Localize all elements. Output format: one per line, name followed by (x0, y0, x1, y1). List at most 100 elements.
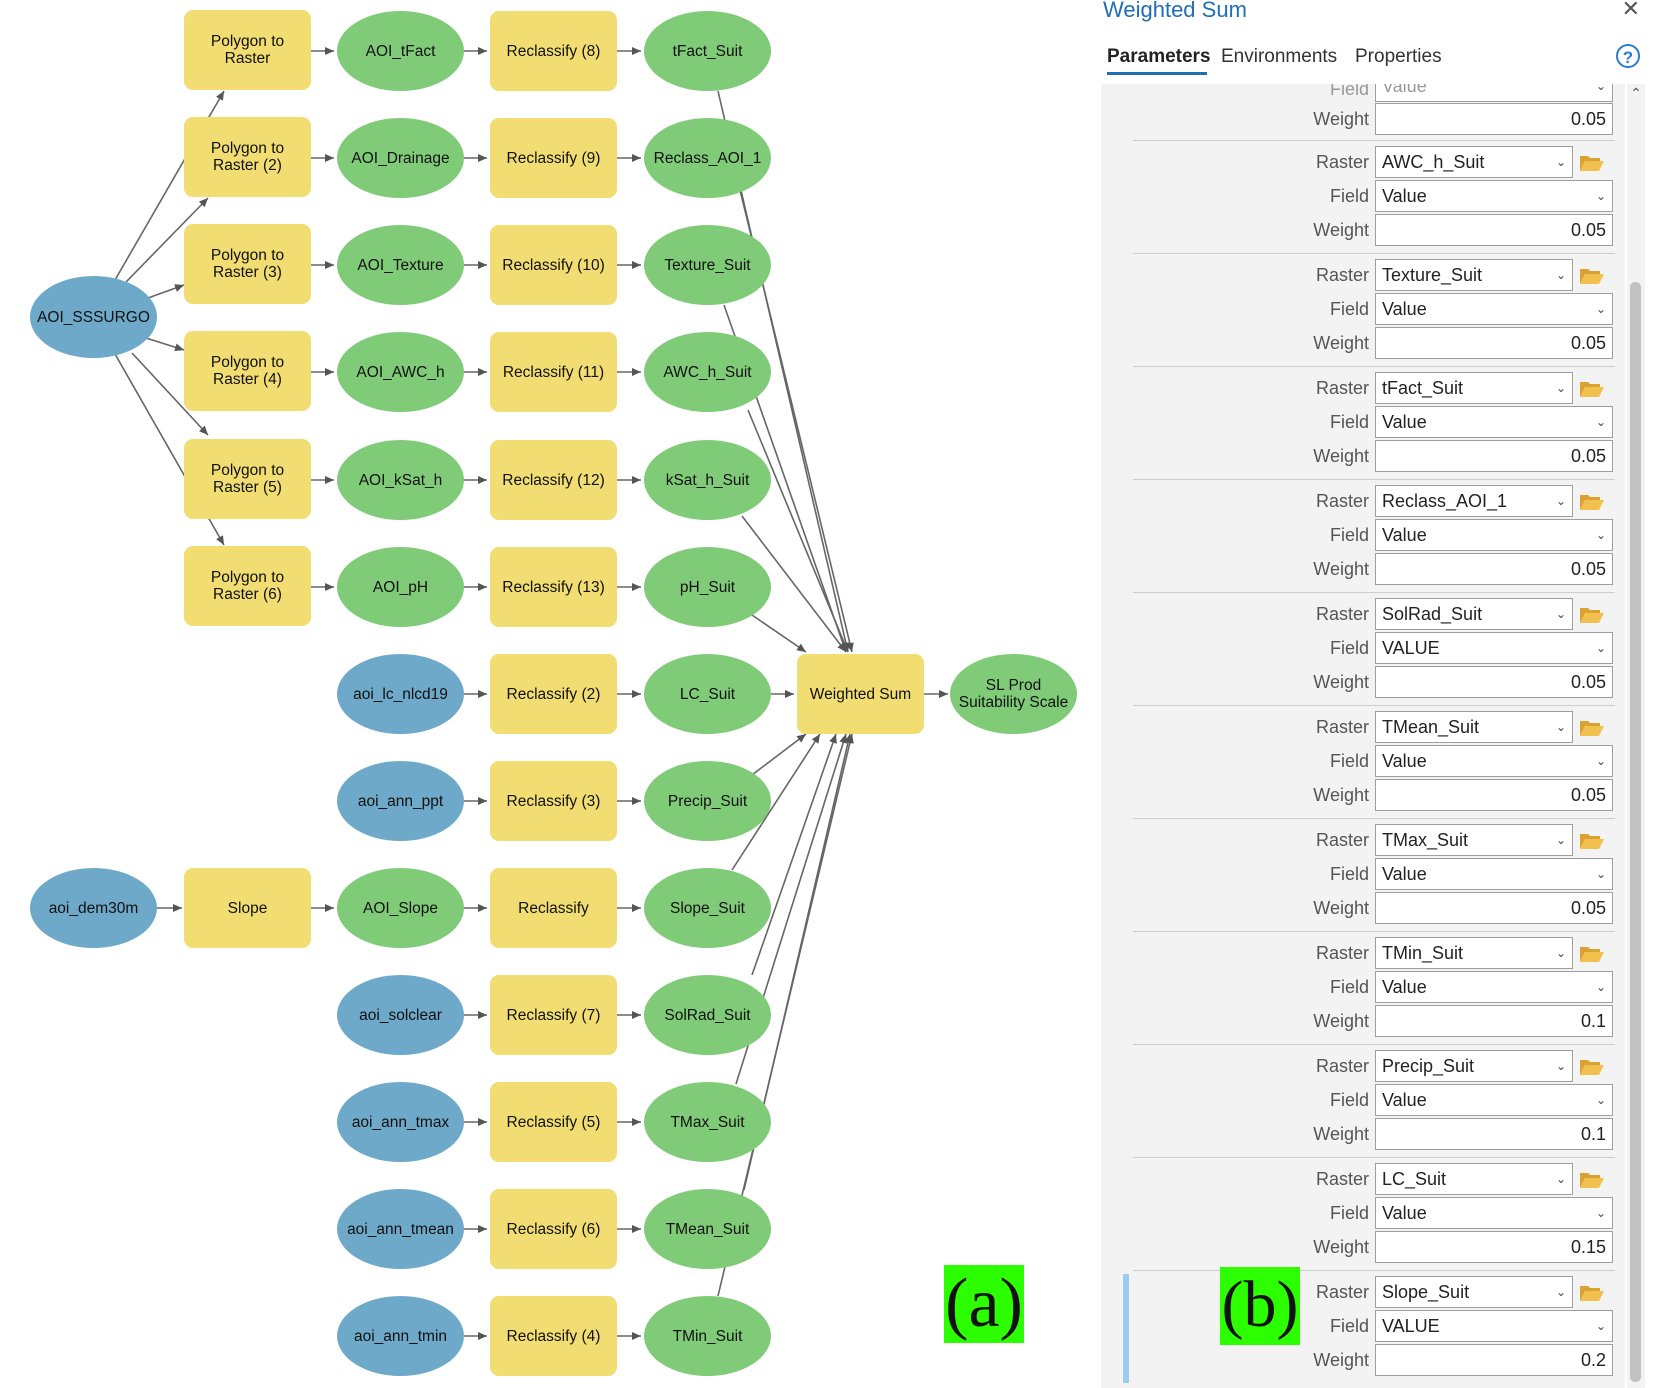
field-select[interactable]: VALUE⌄ (1375, 632, 1613, 664)
field-select[interactable]: Value⌄ (1375, 180, 1613, 212)
node-texture-suit[interactable]: Texture_Suit (644, 225, 771, 305)
node-reclassify-4[interactable]: Reclassify (4) (490, 1296, 617, 1376)
node-reclassify-7[interactable]: Reclassify (7) (490, 975, 617, 1055)
node-aoi-solclear[interactable]: aoi_solclear (337, 975, 464, 1055)
raster-select[interactable]: Precip_Suit⌄ (1375, 1050, 1573, 1082)
folder-icon[interactable] (1579, 717, 1605, 737)
node-ph-suit[interactable]: pH_Suit (644, 547, 771, 627)
node-polygon-to-raster-2[interactable]: Polygon to Raster (2) (184, 117, 311, 197)
scroll-up-icon[interactable]: ⌃ (1630, 85, 1642, 101)
node-reclassify-8[interactable]: Reclassify (8) (490, 11, 617, 91)
scroll-thumb[interactable] (1630, 282, 1641, 1382)
node-reclassify[interactable]: Reclassify (490, 868, 617, 948)
raster-select[interactable]: Texture_Suit⌄ (1375, 259, 1573, 291)
node-tmax-suit[interactable]: TMax_Suit (644, 1082, 771, 1162)
node-reclassify-3[interactable]: Reclassify (3) (490, 761, 617, 841)
folder-icon[interactable] (1579, 491, 1605, 511)
node-aoi-sssurgo[interactable]: AOI_SSSURGO (30, 276, 157, 358)
node-aoi-ann-tmin[interactable]: aoi_ann_tmin (337, 1296, 464, 1376)
node-polygon-to-raster-4[interactable]: Polygon to Raster (4) (184, 331, 311, 411)
node-aoi-ann-ppt[interactable]: aoi_ann_ppt (337, 761, 464, 841)
field-select[interactable]: Value⌄ (1375, 293, 1613, 325)
node-reclassify-12[interactable]: Reclassify (12) (490, 440, 617, 520)
node-polygon-to-raster-6[interactable]: Polygon to Raster (6) (184, 546, 311, 626)
node-lc-suit[interactable]: LC_Suit (644, 654, 771, 734)
field-select-partial[interactable]: Value⌄ (1375, 84, 1613, 102)
field-select[interactable]: Value⌄ (1375, 1084, 1613, 1116)
raster-select[interactable]: SolRad_Suit⌄ (1375, 598, 1573, 630)
folder-icon[interactable] (1579, 830, 1605, 850)
folder-icon[interactable] (1579, 1282, 1605, 1302)
field-select[interactable]: Value⌄ (1375, 519, 1613, 551)
field-select[interactable]: Value⌄ (1375, 406, 1613, 438)
field-select[interactable]: Value⌄ (1375, 971, 1613, 1003)
node-tmean-suit[interactable]: TMean_Suit (644, 1189, 771, 1269)
weight-input[interactable]: 0.05 (1375, 440, 1613, 472)
folder-icon[interactable] (1579, 1169, 1605, 1189)
raster-select[interactable]: tFact_Suit⌄ (1375, 372, 1573, 404)
field-select[interactable]: Value⌄ (1375, 858, 1613, 890)
weight-input[interactable]: 0.05 (1375, 327, 1613, 359)
node-slope-suit[interactable]: Slope_Suit (644, 868, 771, 948)
weight-input[interactable]: 0.05 (1375, 666, 1613, 698)
node-sl-prod-suitability-scale[interactable]: SL Prod Suitability Scale (950, 654, 1077, 734)
field-select[interactable]: Value⌄ (1375, 745, 1613, 777)
weight-input[interactable]: 0.2 (1375, 1344, 1613, 1376)
node-polygon-to-raster-3[interactable]: Polygon to Raster (3) (184, 224, 311, 304)
node-aoi-texture[interactable]: AOI_Texture (337, 225, 464, 305)
node-reclassify-11[interactable]: Reclassify (11) (490, 332, 617, 412)
node-aoi-dem30m[interactable]: aoi_dem30m (30, 868, 157, 948)
node-tfact-suit[interactable]: tFact_Suit (644, 11, 771, 91)
raster-select[interactable]: Reclass_AOI_1⌄ (1375, 485, 1573, 517)
node-aoi-ph[interactable]: AOI_pH (337, 547, 464, 627)
raster-select[interactable]: TMin_Suit⌄ (1375, 937, 1573, 969)
folder-icon[interactable] (1579, 604, 1605, 624)
folder-icon[interactable] (1579, 1056, 1605, 1076)
folder-icon[interactable] (1579, 152, 1605, 172)
tab-environments[interactable]: Environments (1221, 46, 1338, 67)
tab-properties[interactable]: Properties (1355, 46, 1442, 67)
folder-icon[interactable] (1579, 943, 1605, 963)
node-weighted-sum[interactable]: Weighted Sum (797, 654, 924, 734)
node-aoi-ann-tmean[interactable]: aoi_ann_tmean (337, 1189, 464, 1269)
node-aoi-lc-nlcd19[interactable]: aoi_lc_nlcd19 (337, 654, 464, 734)
node-reclassify-10[interactable]: Reclassify (10) (490, 225, 617, 305)
vertical-scrollbar[interactable]: ⌃ (1627, 84, 1645, 1388)
node-precip-suit[interactable]: Precip_Suit (644, 761, 771, 841)
node-solrad-suit[interactable]: SolRad_Suit (644, 975, 771, 1055)
node-reclass-aoi-1[interactable]: Reclass_AOI_1 (644, 118, 771, 198)
weight-input[interactable]: 0.1 (1375, 1005, 1613, 1037)
node-reclassify-6[interactable]: Reclassify (6) (490, 1189, 617, 1269)
node-tmin-suit[interactable]: TMin_Suit (644, 1296, 771, 1376)
node-aoi-ann-tmax[interactable]: aoi_ann_tmax (337, 1082, 464, 1162)
node-polygon-to-raster-1[interactable]: Polygon to Raster (184, 10, 311, 90)
node-reclassify-5[interactable]: Reclassify (5) (490, 1082, 617, 1162)
node-aoi-slope[interactable]: AOI_Slope (337, 868, 464, 948)
tab-parameters[interactable]: Parameters (1107, 46, 1211, 67)
raster-select[interactable]: Slope_Suit⌄ (1375, 1276, 1573, 1308)
node-awc-h-suit[interactable]: AWC_h_Suit (644, 332, 771, 412)
weight-input[interactable]: 0.05 (1375, 214, 1613, 246)
weight-input[interactable]: 0.05 (1375, 553, 1613, 585)
weight-input[interactable]: 0.1 (1375, 1118, 1613, 1150)
folder-icon[interactable] (1579, 378, 1605, 398)
node-polygon-to-raster-5[interactable]: Polygon to Raster (5) (184, 439, 311, 519)
field-select[interactable]: Value⌄ (1375, 1197, 1613, 1229)
raster-select[interactable]: AWC_h_Suit⌄ (1375, 146, 1573, 178)
raster-select[interactable]: TMean_Suit⌄ (1375, 711, 1573, 743)
node-reclassify-9[interactable]: Reclassify (9) (490, 118, 617, 198)
help-icon[interactable]: ? (1616, 44, 1640, 68)
node-ksat-h-suit[interactable]: kSat_h_Suit (644, 440, 771, 520)
node-aoi-ksat-h[interactable]: AOI_kSat_h (337, 440, 464, 520)
folder-icon[interactable] (1579, 265, 1605, 285)
raster-select[interactable]: LC_Suit⌄ (1375, 1163, 1573, 1195)
weight-input[interactable]: 0.15 (1375, 1231, 1613, 1263)
weight-input[interactable]: 0.05 (1375, 779, 1613, 811)
node-reclassify-2[interactable]: Reclassify (2) (490, 654, 617, 734)
node-slope[interactable]: Slope (184, 868, 311, 948)
raster-select[interactable]: TMax_Suit⌄ (1375, 824, 1573, 856)
node-reclassify-13[interactable]: Reclassify (13) (490, 547, 617, 627)
node-aoi-tfact[interactable]: AOI_tFact (337, 11, 464, 91)
node-aoi-awc-h[interactable]: AOI_AWC_h (337, 332, 464, 412)
field-select[interactable]: VALUE⌄ (1375, 1310, 1613, 1342)
